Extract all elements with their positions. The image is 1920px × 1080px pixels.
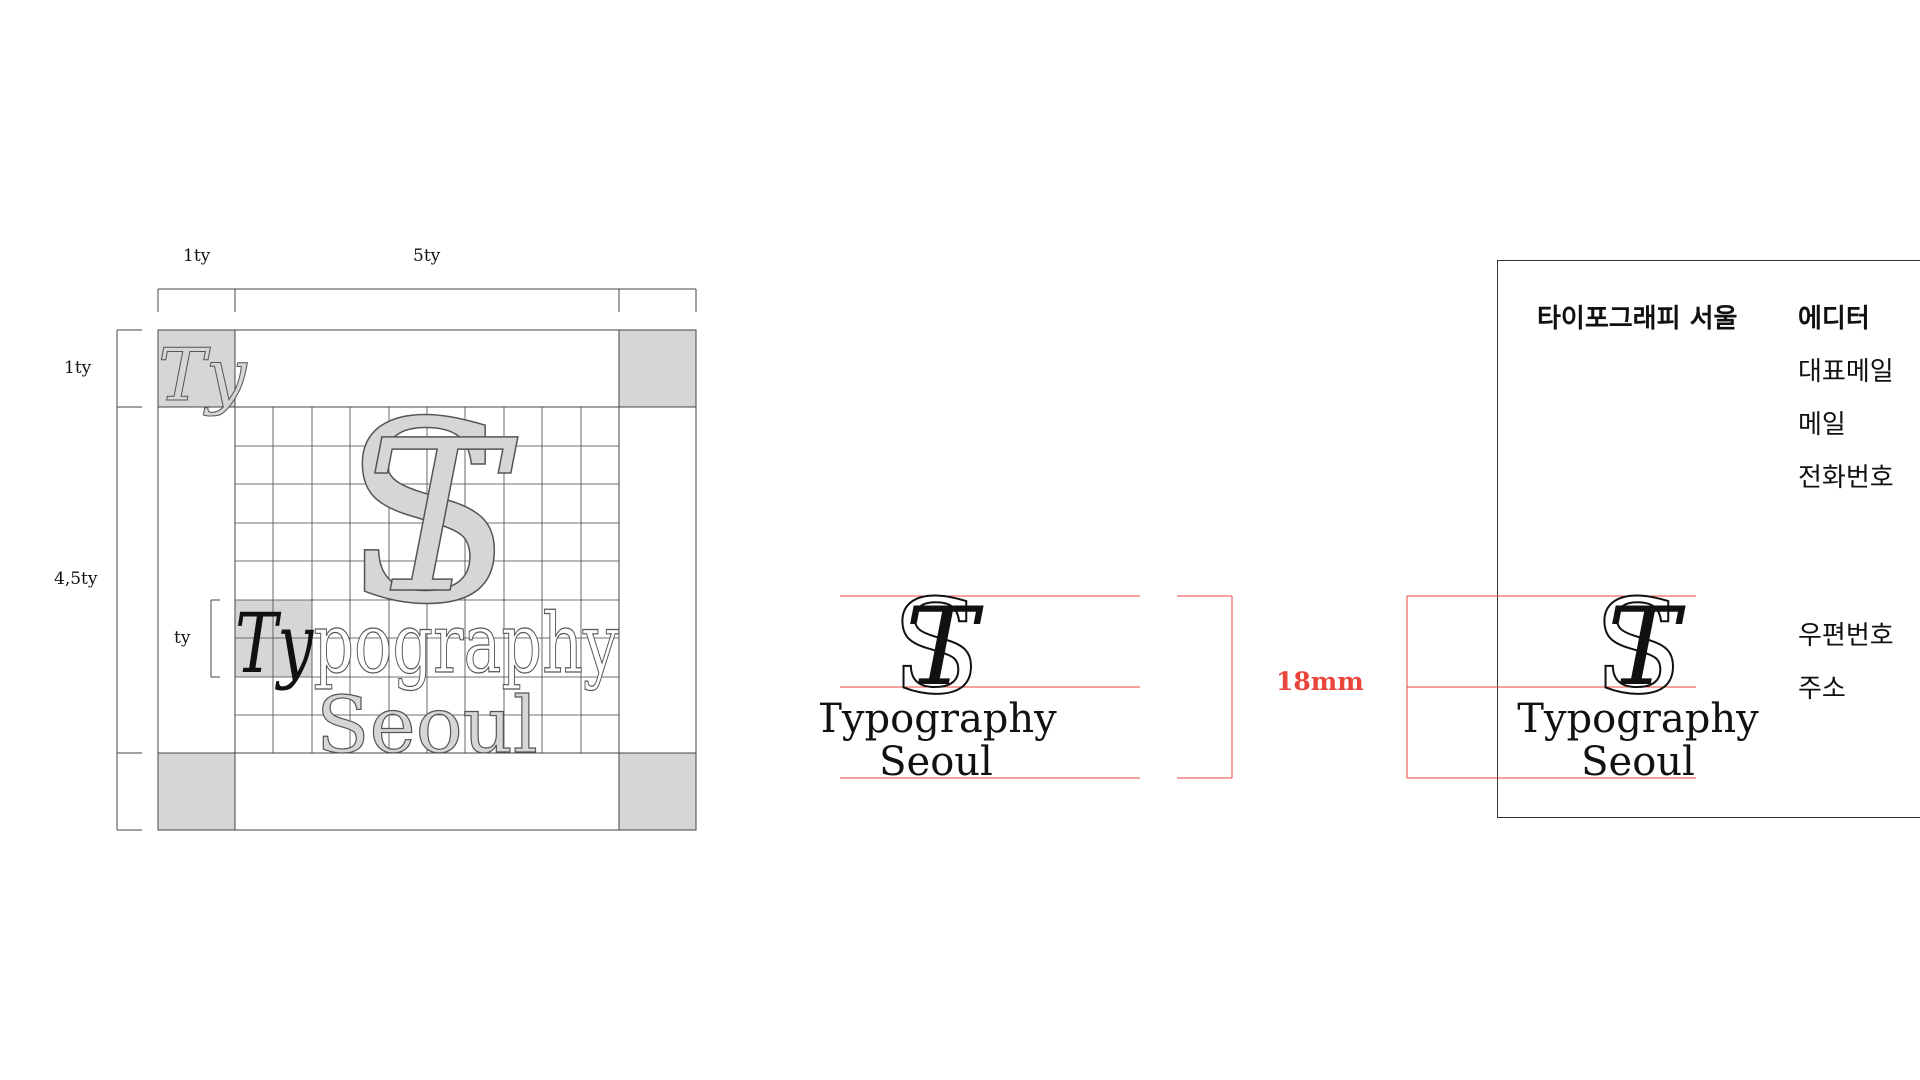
card-row-rep-email: 대표메일 xyxy=(1798,357,1894,387)
baseline-guides xyxy=(840,595,1140,779)
corner-ty-mark: Ty xyxy=(158,333,248,417)
left-dimension-bracket xyxy=(116,329,142,831)
corner-squares xyxy=(158,330,696,830)
card-row-postcode: 우편번호 xyxy=(1798,621,1894,651)
outlined-monogram: S T xyxy=(341,367,519,660)
dim-label-left-4-5ty: 4,5ty xyxy=(54,569,98,589)
logo-monogram-s: S xyxy=(891,571,980,723)
card-row-email: 메일 xyxy=(1798,410,1846,440)
wordmark-rest-outline: pography xyxy=(313,597,619,692)
ty-height-bracket xyxy=(210,599,220,678)
fine-grid xyxy=(235,407,619,753)
card-org-name: 타이포그래피 서울 xyxy=(1537,304,1738,334)
card-row-address: 주소 xyxy=(1798,674,1846,704)
card-word-seoul: Seoul xyxy=(1581,739,1695,785)
size-bracket xyxy=(1177,595,1233,779)
outlined-monogram-s: S xyxy=(341,368,512,659)
card-monogram-s: S xyxy=(1593,571,1682,723)
card-monogram-t: T xyxy=(1607,585,1686,710)
logo-word-seoul: Seoul xyxy=(879,739,993,785)
logo-monogram: S T xyxy=(890,570,984,724)
dim-label-left-1ty: 1ty xyxy=(64,358,92,378)
logo-monogram-t: T xyxy=(905,585,984,710)
card-word-typography: Typography xyxy=(1517,696,1759,742)
dim-label-top-5ty: 5ty xyxy=(413,246,441,266)
svg-text:Typography: Typography xyxy=(235,597,620,692)
outlined-monogram-t: T xyxy=(365,395,518,640)
measurement-label: 18mm xyxy=(1276,667,1364,696)
outlined-seoul: Seoul xyxy=(316,681,538,771)
wordmark-ty-solid: Ty xyxy=(235,597,315,692)
logo-word-typography: Typography xyxy=(820,696,1057,742)
construction-grid-diagram: Ty S T Typography Seoul xyxy=(116,288,697,831)
top-dimension-bracket xyxy=(157,288,697,312)
card-row-phone: 전화번호 xyxy=(1798,463,1894,493)
dim-label-inner-ty: ty xyxy=(174,628,191,648)
card-role: 에디터 xyxy=(1798,304,1870,334)
sized-logo-panel: S T Typography Seoul xyxy=(820,570,1233,785)
dim-label-top-1ty: 1ty xyxy=(183,246,211,266)
business-card xyxy=(1497,260,1920,818)
card-logo-guides: S T Typography Seoul xyxy=(1406,570,1759,785)
outlined-wordmark: Typography Seoul xyxy=(235,596,620,771)
